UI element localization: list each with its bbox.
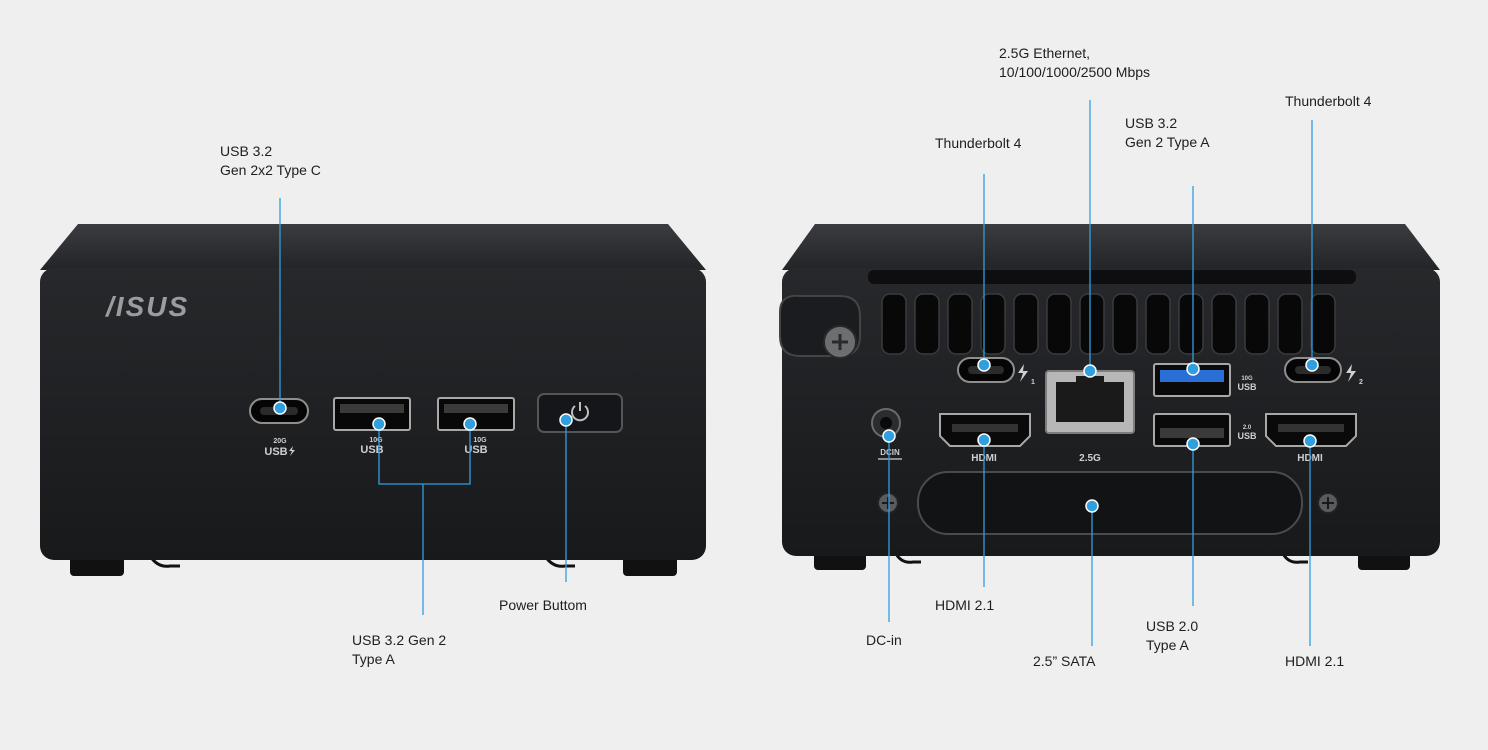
usb32-usb-label: USB: [1237, 382, 1257, 392]
usba2-speed-label: 10G: [473, 437, 487, 444]
usb20-speed-label: 2.0: [1243, 425, 1252, 431]
usba1-speed-label: 10G: [369, 437, 383, 444]
callout-power: Power Buttom: [499, 597, 587, 613]
usb20-usb-label: USB: [1237, 431, 1257, 441]
thunderbolt-icon-left: [1018, 364, 1028, 382]
usbc-bolt-icon: [289, 446, 295, 456]
callout-usb20: USB 2.0 Type A: [1146, 618, 1199, 653]
usb32-speed-label: 10G: [1241, 376, 1253, 382]
rear-foot-right: [1358, 552, 1410, 570]
callout-hdmi-left: HDMI 2.1: [935, 597, 995, 613]
usb20-port: 2.0 USB: [1153, 413, 1257, 447]
front-foot-right: [623, 556, 677, 576]
rear-unit: DCIN 1 2.5G 10G USB 2.0: [779, 224, 1440, 570]
rear-screw-left: [877, 492, 899, 514]
callout-dots: [273, 358, 1319, 513]
thunderbolt-icon-right: [1346, 364, 1356, 382]
rear-top-panel: [782, 224, 1440, 270]
dc-in-jack: DCIN: [871, 408, 902, 460]
callout-usb32: USB 3.2 Gen 2 Type A: [1125, 115, 1210, 150]
callout-tb-right: Thunderbolt 4: [1285, 93, 1372, 109]
rear-vents: [881, 293, 1336, 355]
front-usba-port-2: 10G USB: [437, 397, 515, 456]
callout-lines: [279, 100, 1313, 646]
callout-usba: USB 3.2 Gen 2 Type A: [352, 632, 447, 667]
dcin-label: DCIN: [880, 448, 900, 457]
line-usba: [378, 424, 471, 485]
usbc-usb-label: USB: [264, 446, 287, 458]
callout-tb-left: Thunderbolt 4: [935, 135, 1022, 151]
rear-screw-right: [1317, 492, 1339, 514]
power-button[interactable]: [537, 393, 623, 433]
power-icon: [571, 405, 589, 422]
usba1-usb-label: USB: [360, 444, 383, 456]
callout-ethernet: 2.5G Ethernet, 10/100/1000/2500 Mbps: [999, 45, 1151, 80]
usba2-usb-label: USB: [464, 444, 487, 456]
front-top-panel: [40, 224, 706, 270]
lock-bracket: [779, 294, 861, 359]
usbc-speed-label: 20G: [273, 438, 287, 445]
front-usba-port-1: 10G USB: [333, 397, 411, 456]
rear-groove: [868, 270, 1356, 284]
rear-foot-left: [814, 552, 866, 570]
asus-logo: /ISUS: [104, 291, 189, 322]
callout-hdmi-right: HDMI 2.1: [1285, 653, 1345, 669]
front-foot-left: [70, 556, 124, 576]
sata-bay-cover: [917, 471, 1303, 535]
callout-dcin: DC-in: [866, 632, 902, 648]
eth-label: 2.5G: [1079, 453, 1101, 464]
front-unit: /ISUS 20G USB 10G USB 10G USB: [40, 224, 706, 576]
tb2-mark: 2: [1359, 379, 1363, 386]
callout-usbc: USB 3.2 Gen 2x2 Type C: [220, 143, 321, 178]
tb1-mark: 1: [1031, 379, 1035, 386]
ethernet-port: 2.5G: [1045, 370, 1135, 464]
callout-sata: 2.5” SATA: [1033, 653, 1096, 669]
